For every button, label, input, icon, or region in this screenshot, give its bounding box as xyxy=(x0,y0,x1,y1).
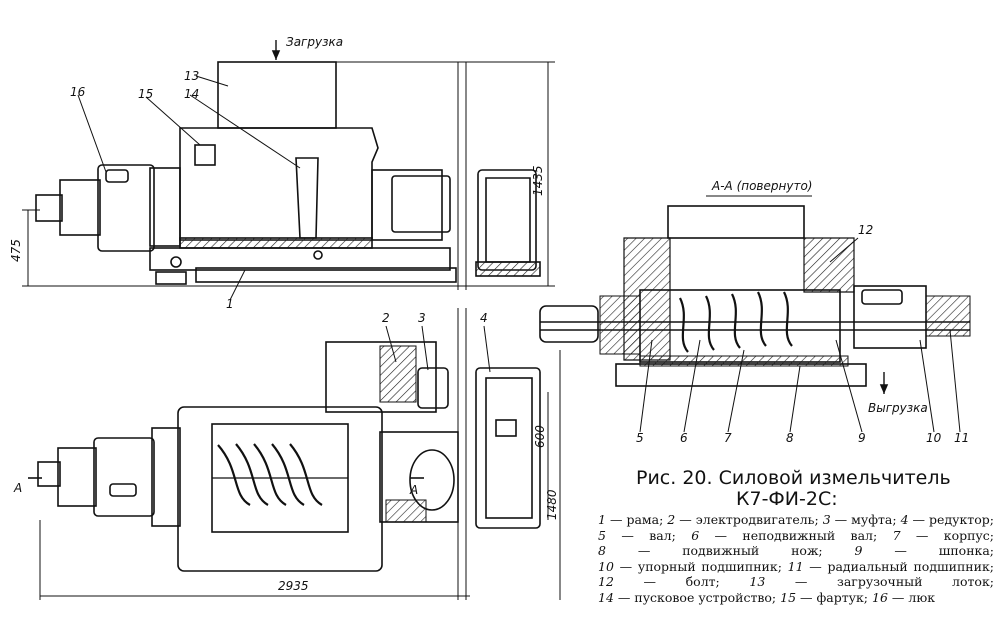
callout-7: 7 xyxy=(724,431,732,445)
legend-item: 3 — муфта; xyxy=(822,512,897,527)
section-marker-right: А xyxy=(409,483,418,497)
dim-1480: 1480 xyxy=(545,489,559,520)
legend-item: 8 — подвижный нож; xyxy=(598,543,823,558)
caption-line-2: К7-ФИ-2С: xyxy=(736,488,838,510)
loading-chute xyxy=(217,61,337,129)
legend-item: 12 — болт; xyxy=(598,574,720,589)
legend-item: 10 — упорный подшипник; xyxy=(598,558,782,574)
legend-item: 9 — шпонка; xyxy=(854,543,995,558)
callout-16: 16 xyxy=(70,85,86,99)
leader-lines xyxy=(77,75,961,433)
callout-12: 12 xyxy=(858,223,873,237)
chute-top xyxy=(667,205,805,239)
callout-9: 9 xyxy=(858,431,866,445)
legend-item: 4 — редуктор; xyxy=(900,512,994,527)
legend-item: 7 — корпус; xyxy=(892,527,994,543)
starter-device xyxy=(295,157,319,239)
callout-2: 2 xyxy=(382,311,390,325)
callout-13: 13 xyxy=(184,69,199,83)
access-plate xyxy=(194,144,216,166)
callout-5: 5 xyxy=(636,431,644,445)
caption-line-1: Рис. 20. Силовой измельчитель xyxy=(636,467,951,489)
legend-item: 16 — люк xyxy=(872,589,936,605)
section-marker-left: А xyxy=(13,481,22,495)
callout-6: 6 xyxy=(680,431,688,445)
callout-14: 14 xyxy=(184,87,199,101)
unload-label: Выгрузка xyxy=(868,401,928,415)
callout-3: 3 xyxy=(418,311,426,325)
plan-view xyxy=(28,308,541,600)
callout-4: 4 xyxy=(480,311,488,325)
dim-600: 600 xyxy=(533,425,547,448)
callout-15: 15 xyxy=(138,87,153,101)
dim-1435: 1435 xyxy=(531,165,545,196)
load-label: Загрузка xyxy=(286,35,343,49)
legend-item: 14 — пусковое устройство; xyxy=(598,589,777,605)
section-title: А-А (повернуто) xyxy=(711,179,812,193)
dim-2935: 2935 xyxy=(278,579,309,593)
callout-1: 1 xyxy=(226,297,234,311)
section-view xyxy=(539,195,971,394)
legend-item: 11 — радиальный подшипник; xyxy=(787,558,994,574)
screw-auger xyxy=(212,443,348,506)
legend-item: 2 — электродвигатель; xyxy=(667,512,819,527)
parts-legend: 1 — рама; 2 — электродвигатель; 3 — муфт… xyxy=(598,512,994,605)
legend-item: 6 — неподвижный вал; xyxy=(691,527,878,543)
callout-10: 10 xyxy=(926,431,942,445)
legend-item: 13 — загрузочный лоток; xyxy=(749,574,994,589)
callout-8: 8 xyxy=(786,431,794,445)
legend-item: 15 — фартук; xyxy=(780,589,869,605)
dim-475: 475 xyxy=(9,239,23,262)
legend-item: 1 — рама; xyxy=(598,512,664,527)
dimension-lines xyxy=(22,61,561,600)
section-auger xyxy=(679,291,793,353)
side-view xyxy=(22,40,545,290)
callout-11: 11 xyxy=(954,431,969,445)
legend-item: 5 — вал; xyxy=(598,527,676,543)
